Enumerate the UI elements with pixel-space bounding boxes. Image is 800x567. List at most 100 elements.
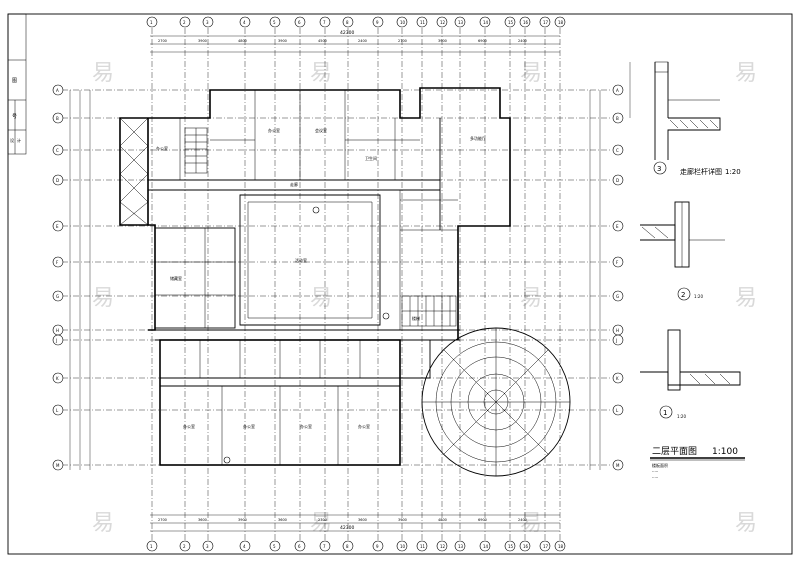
watermark-text: 易 [92,286,114,311]
detail-bubble-2 [677,287,691,301]
axis-label-top: 3 [206,20,209,25]
dimension-lines-right [589,90,601,470]
watermark-text: 易 [310,61,332,86]
dim-top-value: 3900 [438,39,447,43]
axis-label-top: 8 [346,20,349,25]
axis-bubble-top: 77 [319,16,331,552]
dim-top-total: 42300 [340,30,354,36]
room-label: 走廊 [290,181,298,187]
title-block-text-1: 图 [12,78,17,84]
room-label: 多功能厅 [470,135,486,141]
axis-label-bottom: 15 [508,544,514,549]
building-walls [119,87,511,466]
detail-2-drawing: 2 1:20 [640,201,725,301]
axis-label-top: 4 [243,20,246,25]
dim-bottom-value: 3900 [398,518,407,522]
axis-label-right: M [616,463,620,468]
axis-label-left: M [56,463,60,468]
room-label: 办公室 [243,423,255,429]
title-block-text-2: 号 [12,114,17,120]
axis-label-bottom: 2 [183,544,186,549]
dim-top-value: 2700 [398,39,407,43]
plan-note-1: 楼板面积 [652,462,668,468]
axis-bubble-top: 88 [342,16,354,552]
plan-title-block: 二层平面图 1:100 楼板面积 ····· ····· [650,446,745,480]
axis-label-bottom: 1 [150,544,153,549]
axis-bubble-top: 12 12 [436,16,448,552]
axis-label-top: 1 [150,20,153,25]
dim-top-value: 2700 [158,39,167,43]
axis-label-bottom: 13 [458,544,464,549]
room-label: 储藏室 [170,275,182,281]
dim-top-value: 4800 [238,39,247,43]
dim-top-value: 3900 [198,39,207,43]
plan-title: 二层平面图 [652,446,697,457]
dim-top-value: 2400 [518,39,527,43]
detail-3-caption: 走廊栏杆详图 [680,167,722,176]
axis-label-top: 13 [458,20,464,25]
watermark-text: 易 [735,286,757,311]
detail-2-scale: 1:20 [694,294,703,299]
room-label: 办公室 [300,423,312,429]
dim-bottom-value: 3600 [358,518,367,522]
axis-label-right: E [616,224,619,229]
dimension-lines-left [69,90,91,470]
detail-bubble-1 [659,405,673,419]
room-label: 办公室 [156,145,168,151]
axis-label-top: 18 [558,20,564,25]
axis-label-left: L [56,408,59,413]
axis-label-bottom: 14 [483,544,489,549]
dim-bottom-value: 3600 [278,518,287,522]
room-label: 办公室 [268,127,280,133]
watermark-text: 易 [735,61,757,86]
axis-label-left: C [56,148,59,153]
axis-label-left: K [56,376,59,381]
dim-bottom-value: 3900 [238,518,247,522]
axis-label-right: C [616,148,619,153]
detail-2-label: 2 [681,291,685,299]
room-label: 办公室 [183,423,195,429]
axis-label-bottom: 5 [273,544,276,549]
plan-note-2: ····· [652,469,658,474]
axis-bubble-top: 55 [269,16,281,552]
stair-hatch [119,117,149,226]
title-block-text-4: 计 [17,137,21,143]
detail-1-label: 1 [663,409,667,417]
axis-label-top: 14 [483,20,489,25]
axis-grid-top: 1122334455667788991010111112121313141415… [146,16,566,552]
axis-label-top: 12 [440,20,446,25]
axis-label-left: B [56,116,59,121]
title-block-text-3: 设 [10,137,14,143]
axis-label-right: H [616,328,619,333]
axis-bubble-top: 99 [372,16,384,552]
axis-label-top: 6 [298,20,301,25]
axis-label-left: A [56,88,59,93]
axis-label-left: G [56,294,59,299]
axis-label-top: 11 [420,20,426,25]
dim-bottom-value: 6900 [478,518,487,522]
axis-label-right: D [616,178,619,183]
section-marker [312,206,320,214]
watermark-text: 易 [735,511,757,536]
detail-3-label: 3 [657,165,661,173]
axis-label-right: F [616,260,619,265]
axis-label-right: L [616,408,619,413]
dim-bottom-value: 2400 [518,518,527,522]
axis-label-top: 15 [508,20,514,25]
watermark-text: 易 [520,511,542,536]
axis-bubble-top: 44 [239,16,251,552]
axis-label-bottom: 12 [440,544,446,549]
axis-label-bottom: 3 [206,544,209,549]
axis-label-right: A [616,88,619,93]
detail-1-drawing: 1 1:20 [640,329,741,419]
axis-label-top: 5 [273,20,276,25]
axis-label-top: 9 [376,20,379,25]
circular-hall [421,327,571,477]
